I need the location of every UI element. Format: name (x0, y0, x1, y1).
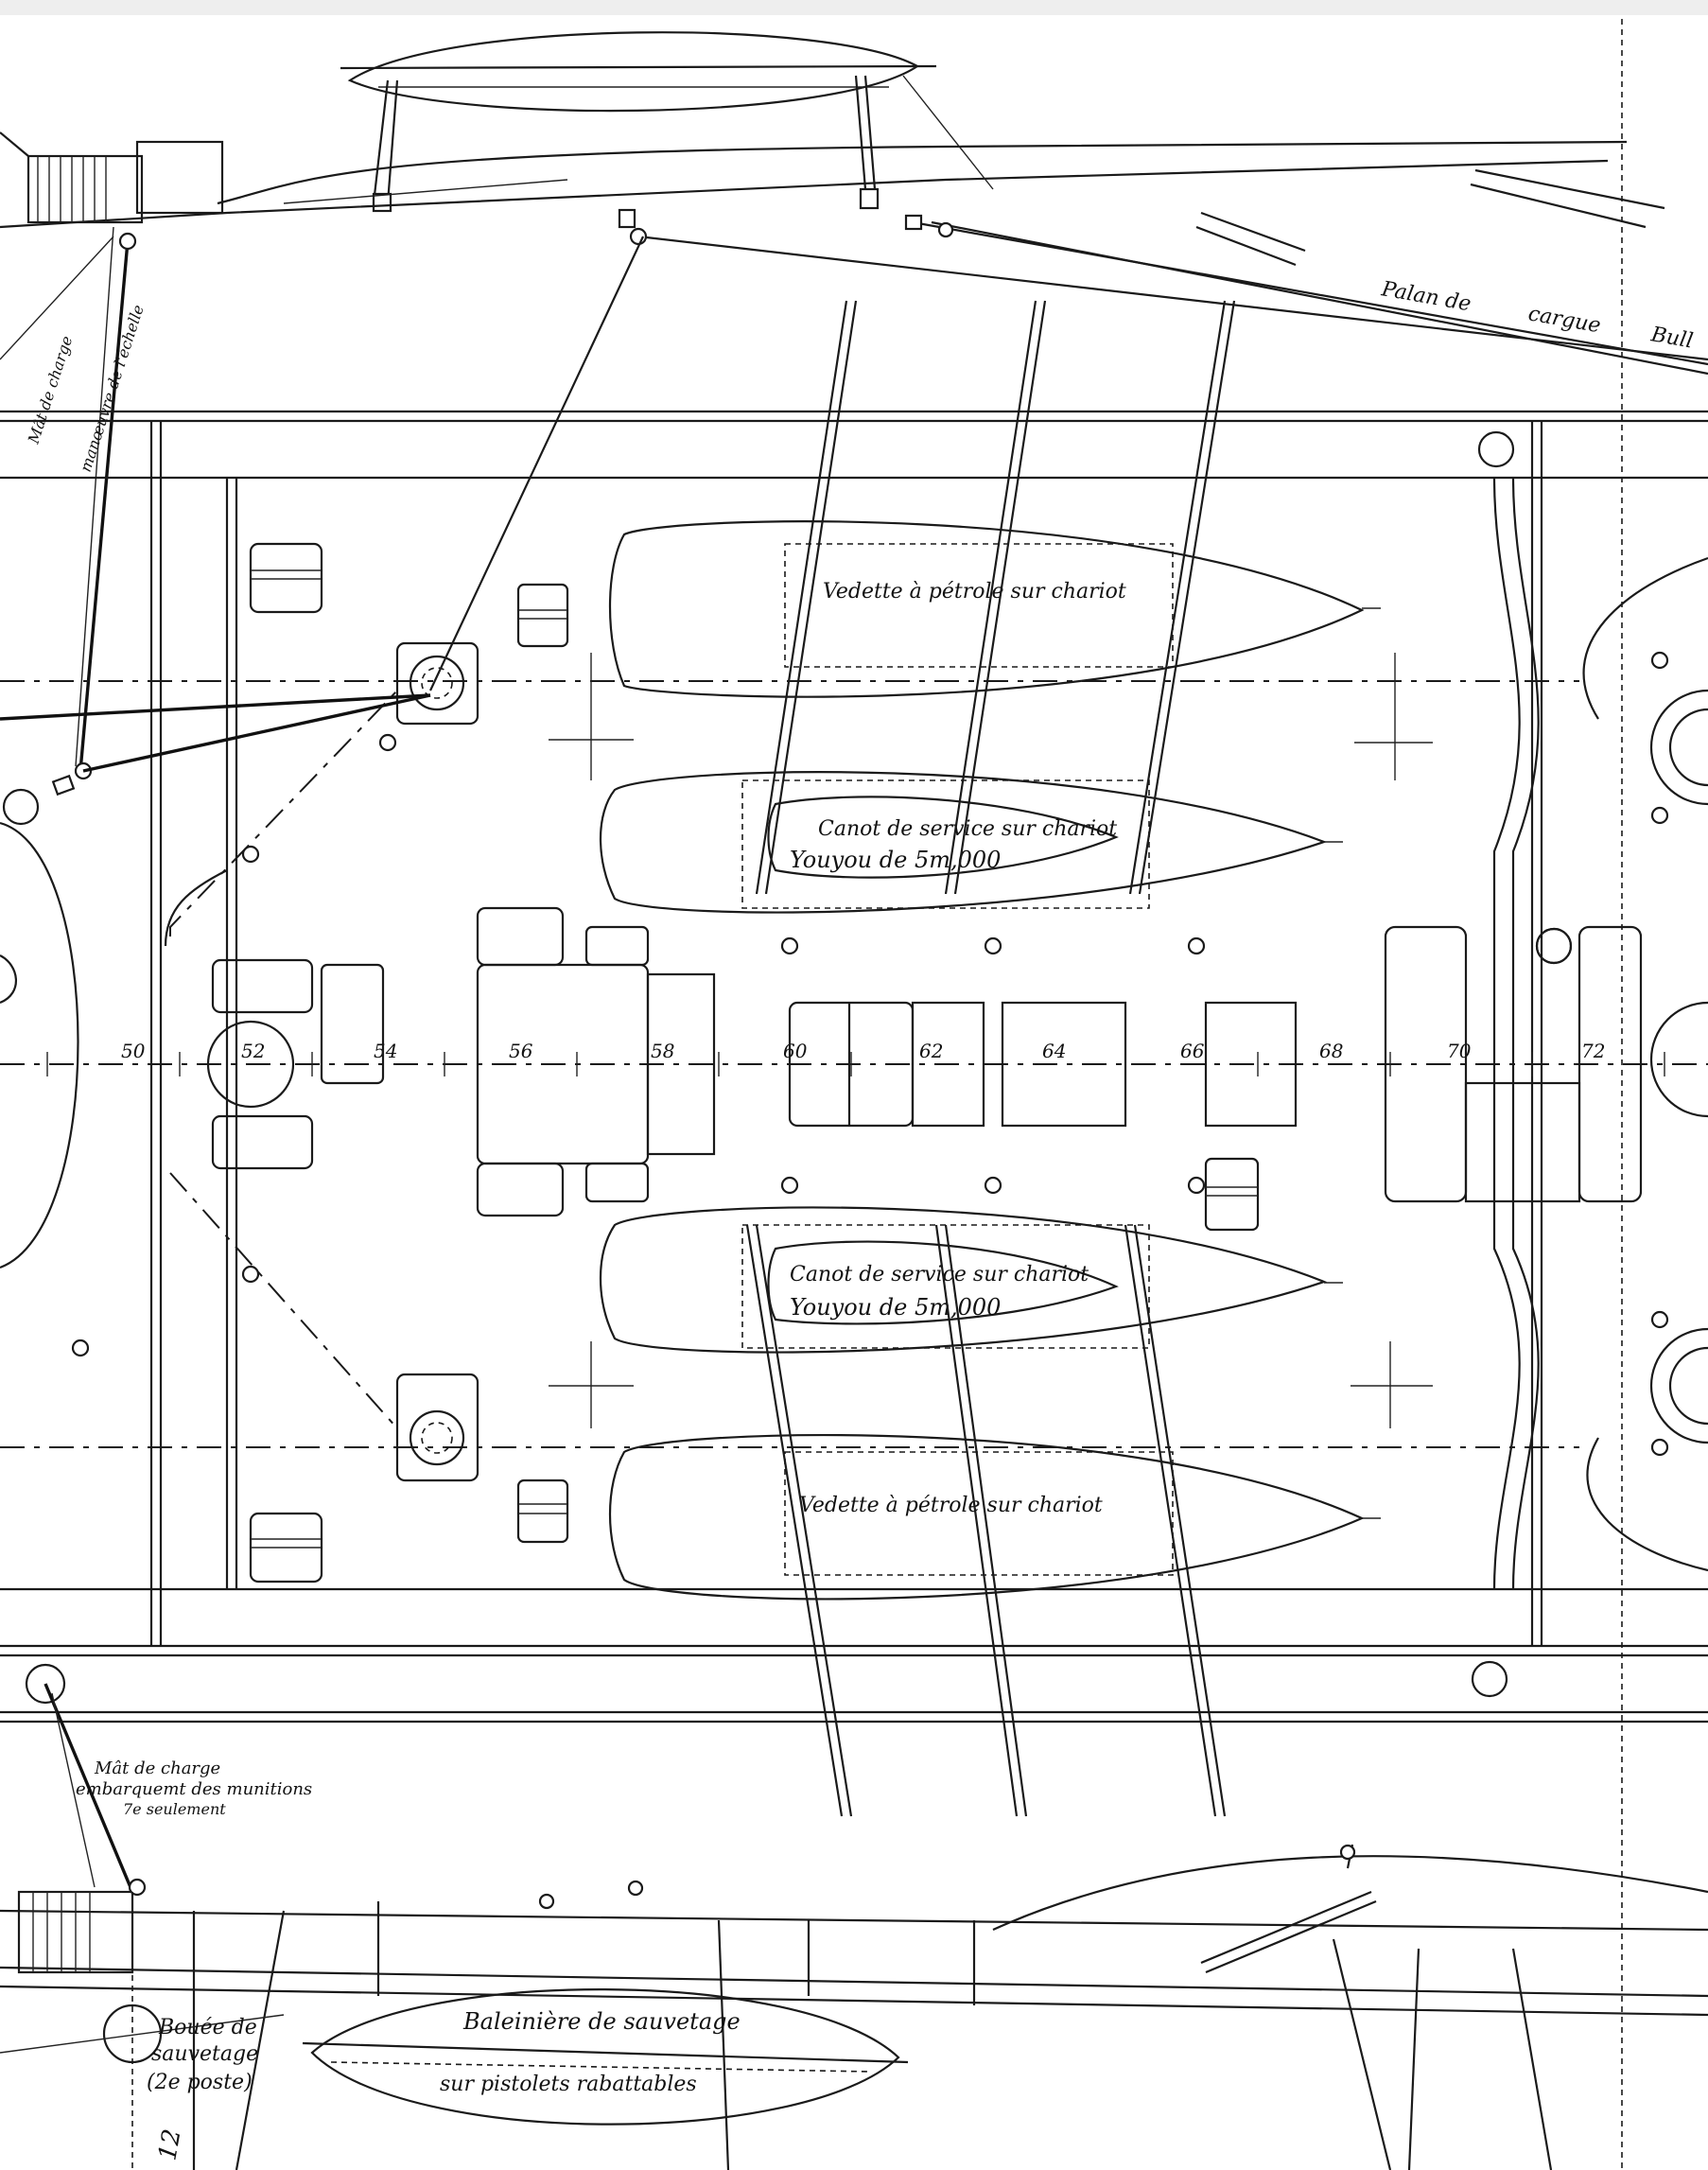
top-profile (0, 31, 1665, 267)
frame-54: 54 (374, 1040, 397, 1062)
label-margin-number: 12 (153, 2126, 186, 2162)
boat-canot-upper (599, 771, 1343, 914)
central-deckhouses (164, 542, 1643, 1584)
label-mat-charge-upper: Mât de charge (24, 334, 76, 446)
label-baleiniere: Baleinière de sauvetage (462, 2008, 741, 2035)
label-palan: Palan de (1379, 277, 1473, 316)
label-canot-upper: Canot de service sur chariot (818, 817, 1117, 841)
bottom-profile (0, 1683, 1708, 2170)
rigging-lines (0, 236, 644, 773)
boat-vedette-upper (608, 520, 1381, 698)
chariot-rails (745, 300, 1236, 1817)
frame-numbers: 50 52 54 56 58 60 62 64 66 68 70 72 (121, 1040, 1605, 1062)
mat-de-charge-upper (0, 226, 137, 796)
top-strip (0, 0, 1708, 15)
frame-52: 52 (241, 1040, 265, 1062)
boat-vedette-lower (608, 1434, 1381, 1601)
frame-56: 56 (509, 1040, 533, 1062)
deck-outline (0, 410, 1708, 1724)
label-manoeuvre-echelle: manœuvre de l'échelle (77, 303, 148, 474)
label-vedette-lower: Vedette à pétrole sur chariot (799, 1494, 1103, 1517)
frame-66: 66 (1180, 1040, 1205, 1062)
frame-68: 68 (1319, 1040, 1343, 1062)
frame-62: 62 (919, 1040, 943, 1062)
label-pistolets: sur pistolets rabattables (440, 2073, 697, 2096)
label-bouee: Bouée de (158, 2016, 257, 2039)
frame-70: 70 (1447, 1040, 1472, 1062)
deck-fittings (71, 651, 1669, 1457)
label-embarquement-munitions: embarquemt des munitions (76, 1779, 312, 1799)
label-sauvetage: sauvetage (151, 2042, 258, 2066)
frame-72: 72 (1581, 1040, 1605, 1062)
label-canot-lower: Canot de service sur chariot (790, 1263, 1089, 1286)
label-bull: Bull (1648, 323, 1695, 354)
palan-de-cargue (618, 208, 1708, 376)
label-seulement: 7e seulement (123, 1800, 226, 1818)
cross-marks (549, 653, 1433, 1428)
frame-58: 58 (651, 1040, 674, 1062)
frame-60: 60 (783, 1040, 808, 1062)
label-youyou-lower: Youyou de 5m,000 (790, 1294, 1001, 1321)
label-poste: (2e poste) (147, 2071, 253, 2094)
label-youyou-upper: Youyou de 5m,000 (790, 847, 1001, 873)
frame-50: 50 (121, 1040, 146, 1062)
label-mat-charge-lower: Mât de charge (94, 1759, 220, 1778)
frame-64: 64 (1042, 1040, 1066, 1062)
label-carque: cargue (1526, 302, 1602, 338)
label-vedette-upper: Vedette à pétrole sur chariot (823, 580, 1126, 604)
